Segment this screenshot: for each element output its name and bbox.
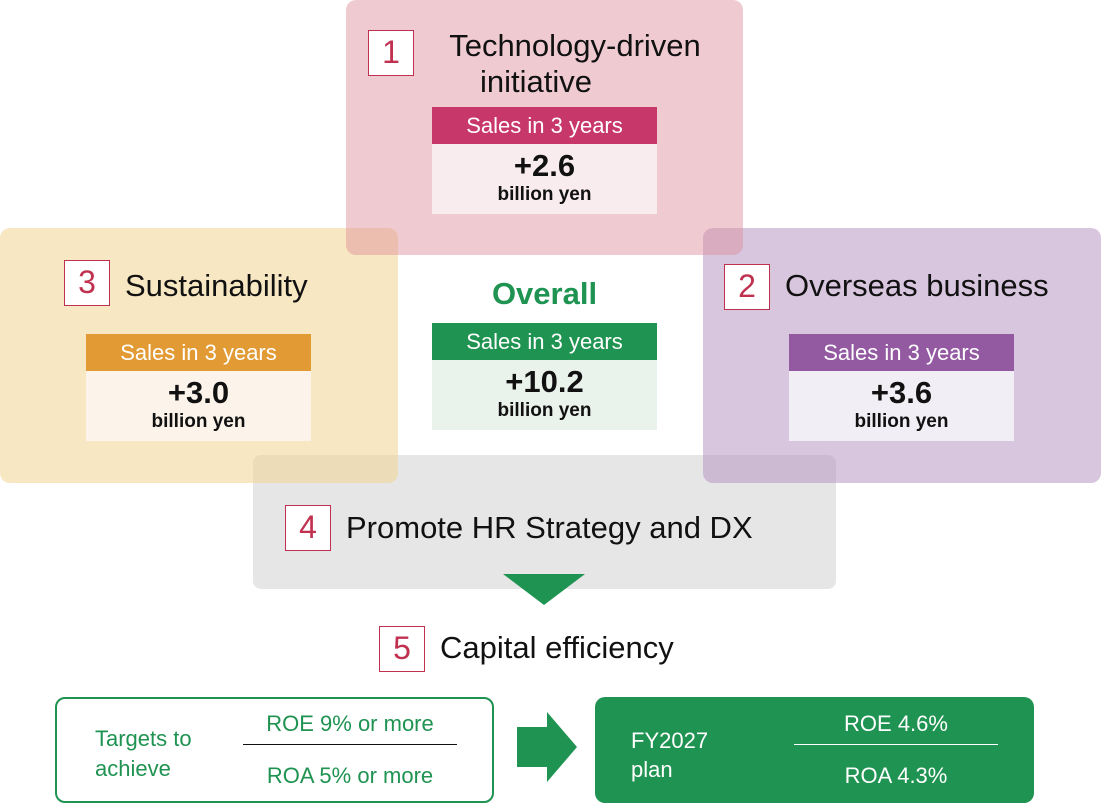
overseas-title: Overseas business (785, 268, 1049, 303)
plan-divider (794, 744, 998, 745)
overall-sales-unit: billion yen (497, 400, 592, 421)
technology-number-badge: 1 (368, 30, 414, 76)
technology-sales-card: Sales in 3 years +2.6 billion yen (432, 107, 657, 214)
sustainability-sales-card: Sales in 3 years +3.0 billion yen (86, 334, 311, 441)
technology-sales-value: +2.6 (513, 148, 576, 183)
overall-sales-label: Sales in 3 years (432, 323, 657, 360)
overseas-sales-unit: billion yen (854, 411, 949, 432)
targets-box (55, 697, 494, 803)
plan-label-line2: plan (631, 757, 673, 782)
overseas-sales-card: Sales in 3 years +3.6 billion yen (789, 334, 1014, 441)
technology-title-line1: Technology-driven (449, 28, 701, 63)
hr-number-badge: 4 (285, 505, 331, 551)
roa-plan: ROA 4.3% (844, 763, 948, 788)
technology-sales-label: Sales in 3 years (432, 107, 657, 144)
technology-sales-unit: billion yen (497, 184, 592, 205)
sustainability-number-badge: 3 (64, 260, 110, 306)
right-arrow-icon-shaft (517, 727, 547, 767)
targets-label-line1: Targets to (95, 726, 192, 751)
overall-sales-card: Sales in 3 years +10.2 billion yen (432, 323, 657, 430)
right-arrow-icon (547, 712, 577, 782)
plan-label: FY2027 plan (631, 726, 708, 784)
roe-plan: ROE 4.6% (844, 711, 948, 736)
technology-title: Technology-driven initiative (430, 28, 720, 100)
sustainability-sales-unit: billion yen (151, 411, 246, 432)
sustainability-sales-body: +3.0 billion yen (86, 371, 311, 441)
overseas-number-badge: 2 (724, 264, 770, 310)
technology-title-line2: initiative (480, 64, 592, 99)
targets-label-line2: achieve (95, 756, 171, 781)
overseas-sales-label: Sales in 3 years (789, 334, 1014, 371)
sustainability-title: Sustainability (125, 268, 308, 303)
sustainability-sales-value: +3.0 (167, 375, 230, 410)
technology-sales-body: +2.6 billion yen (432, 144, 657, 214)
roa-target: ROA 5% or more (266, 763, 434, 788)
hr-title: Promote HR Strategy and DX (346, 510, 753, 545)
targets-label: Targets to achieve (95, 724, 192, 784)
targets-divider (243, 744, 457, 745)
overseas-sales-value: +3.6 (870, 375, 933, 410)
capital-title: Capital efficiency (440, 630, 674, 665)
overall-sales-value: +10.2 (505, 364, 584, 399)
plan-box (595, 697, 1034, 803)
overall-sales-body: +10.2 billion yen (432, 360, 657, 430)
roe-target: ROE 9% or more (266, 711, 434, 736)
capital-number-badge: 5 (379, 626, 425, 672)
overall-title: Overall (491, 276, 598, 311)
down-arrow-icon (503, 574, 585, 605)
sustainability-sales-label: Sales in 3 years (86, 334, 311, 371)
plan-label-line1: FY2027 (631, 728, 709, 753)
overseas-sales-body: +3.6 billion yen (789, 371, 1014, 441)
